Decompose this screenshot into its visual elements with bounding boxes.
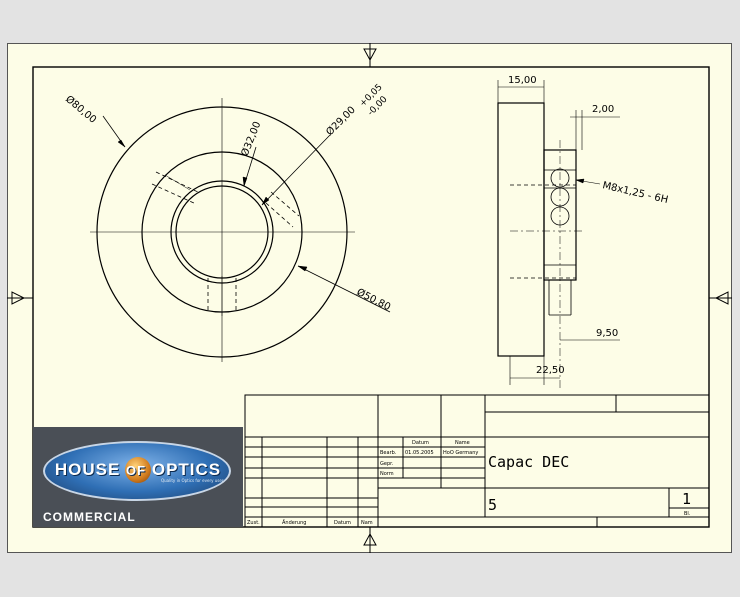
- tb-name-value: HoO Germany: [443, 450, 478, 456]
- dim-thread: M8x1,25 - 6H: [601, 180, 669, 206]
- dim-width-2: 2,00: [592, 104, 614, 115]
- title-block-text: Datum Name Bearb. Gepr. Norm 01.05.2005 …: [247, 440, 691, 526]
- logo-text-right: OPTICS: [151, 460, 222, 479]
- tb-foot-zust: Zust.: [247, 520, 260, 526]
- dim-dia-50: Ø50,80: [355, 286, 393, 313]
- side-view: [497, 80, 620, 390]
- tb-row-gepr: Gepr.: [380, 461, 394, 467]
- tb-sheet-number: 1: [682, 490, 691, 508]
- dim-width-22: 22,50: [536, 365, 565, 376]
- logo-text-left: HOUSE: [54, 460, 121, 479]
- tb-col-datum: Datum: [412, 440, 429, 446]
- tb-drawing-number: 5: [488, 496, 497, 514]
- logo-text-mid: OF: [126, 463, 147, 478]
- logo-ball-icon: [125, 457, 151, 483]
- logo-wordmark: HOUSE OF OPTICS: [45, 460, 231, 480]
- dim-width-9: 9,50: [596, 328, 618, 339]
- tb-row-norm: Norm: [380, 471, 394, 477]
- tb-foot-datum: Datum: [334, 520, 351, 526]
- tb-sheet-label: Bl.: [684, 511, 691, 517]
- dimension-labels: Ø80,00 Ø32,00 Ø29,00 +0,05 -0,00 Ø50,80 …: [63, 75, 669, 376]
- dim-width-15: 15,00: [508, 75, 537, 86]
- front-view: [90, 98, 391, 362]
- tb-date-value: 01.05.2005: [405, 450, 434, 456]
- tb-col-name: Name: [455, 440, 470, 446]
- title-block: [244, 394, 710, 528]
- logo-subtitle: COMMERCIAL: [43, 510, 136, 524]
- centering-marks: [7, 43, 732, 553]
- house-of-optics-logo: HOUSE OF OPTICS Quality in Optics for ev…: [33, 427, 243, 527]
- dim-dia-29: Ø29,00: [324, 104, 358, 138]
- tb-row-bearb: Bearb.: [380, 450, 397, 456]
- logo-tagline: Quality in Optics for every user: [161, 478, 224, 483]
- dim-dia-32: Ø32,00: [239, 120, 264, 158]
- tb-part-title: Capac DEC: [488, 453, 569, 471]
- dim-dia-80: Ø80,00: [63, 93, 99, 126]
- tb-foot-aend: Änderung: [282, 519, 306, 526]
- tb-foot-name: Nam: [361, 520, 373, 526]
